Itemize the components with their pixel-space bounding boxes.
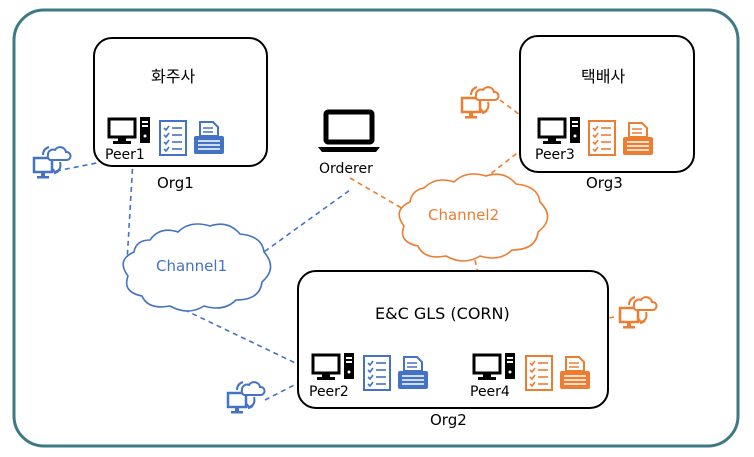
link-channel1-orderer (249, 189, 351, 263)
org1-box (93, 37, 268, 167)
orderer-label: Orderer (319, 161, 373, 177)
channel2-cloud (398, 173, 549, 262)
peer1-label: Peer1 (105, 147, 145, 163)
peer4-ledger-icon (525, 355, 553, 391)
org1-name: 화주사 (151, 67, 196, 86)
peer3-label: Peer3 (535, 147, 575, 163)
org2-label: Org2 (430, 411, 467, 429)
peer1-ledger-icon (159, 120, 187, 156)
peer2-ledger-icon (363, 355, 391, 391)
channel1-cloud (122, 223, 272, 312)
channel1-label: Channel1 (156, 257, 228, 275)
org3-label: Org3 (586, 174, 623, 192)
peer2-label: Peer2 (309, 384, 349, 400)
link-peer1-channel1 (126, 159, 134, 263)
org2-name: E&C GLS (CORN) (375, 304, 510, 323)
peer3-ledger-icon (588, 120, 616, 156)
org3-name: 택배사 (581, 67, 626, 86)
channel2-label: Channel2 (428, 206, 500, 224)
peer4-label: Peer4 (470, 384, 510, 400)
link-orderer-channel2 (349, 177, 406, 211)
org1-label: Org1 (157, 174, 194, 192)
